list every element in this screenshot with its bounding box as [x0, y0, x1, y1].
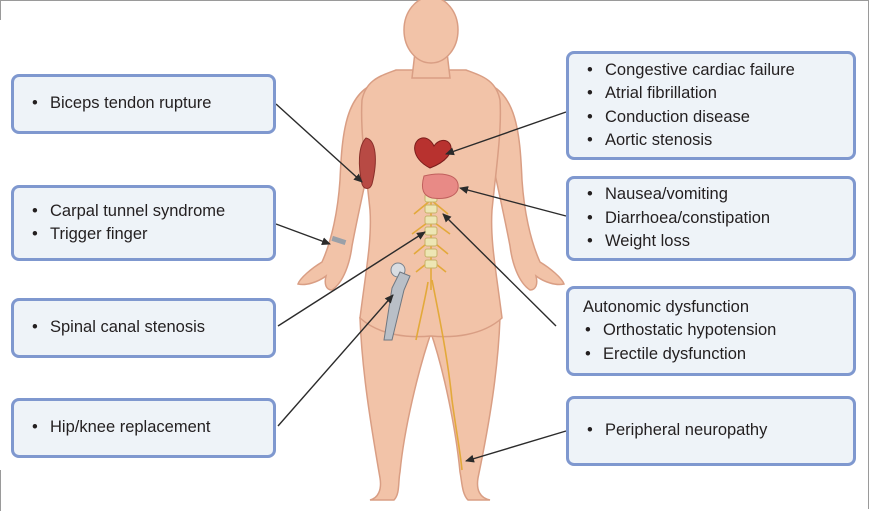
callout-item: Atrial fibrillation [585, 82, 841, 106]
callout-item: Congestive cardiac failure [585, 59, 841, 83]
callout-box-autonomic: Autonomic dysfunction Orthostatic hypote… [566, 286, 856, 376]
callout-box-biceps: Biceps tendon rupture [11, 74, 276, 134]
callout-box-gastro: Nausea/vomiting Diarrhoea/constipation W… [566, 176, 856, 261]
callout-item: Hip/knee replacement [30, 416, 261, 440]
callout-box-spinal: Spinal canal stenosis [11, 298, 276, 358]
vertebrae [425, 194, 437, 268]
callout-item: Weight loss [585, 230, 841, 254]
callout-heading: Autonomic dysfunction [583, 296, 841, 320]
callout-item: Conduction disease [585, 106, 841, 130]
callout-item: Diarrhoea/constipation [585, 207, 841, 231]
callout-item: Trigger finger [30, 223, 261, 247]
callout-box-hand: Carpal tunnel syndrome Trigger finger [11, 185, 276, 261]
callout-item: Aortic stenosis [585, 129, 841, 153]
callout-item: Erectile dysfunction [583, 343, 841, 367]
callout-item: Carpal tunnel syndrome [30, 200, 261, 224]
callout-item: Biceps tendon rupture [30, 92, 261, 116]
callout-item: Nausea/vomiting [585, 183, 841, 207]
callout-box-neuropathy: Peripheral neuropathy [566, 396, 856, 466]
callout-item: Peripheral neuropathy [585, 419, 841, 443]
callout-item: Spinal canal stenosis [30, 316, 261, 340]
callout-item: Orthostatic hypotension [583, 319, 841, 343]
stomach-icon [422, 174, 458, 198]
callout-box-joint: Hip/knee replacement [11, 398, 276, 458]
callout-box-cardiac: Congestive cardiac failure Atrial fibril… [566, 51, 856, 160]
